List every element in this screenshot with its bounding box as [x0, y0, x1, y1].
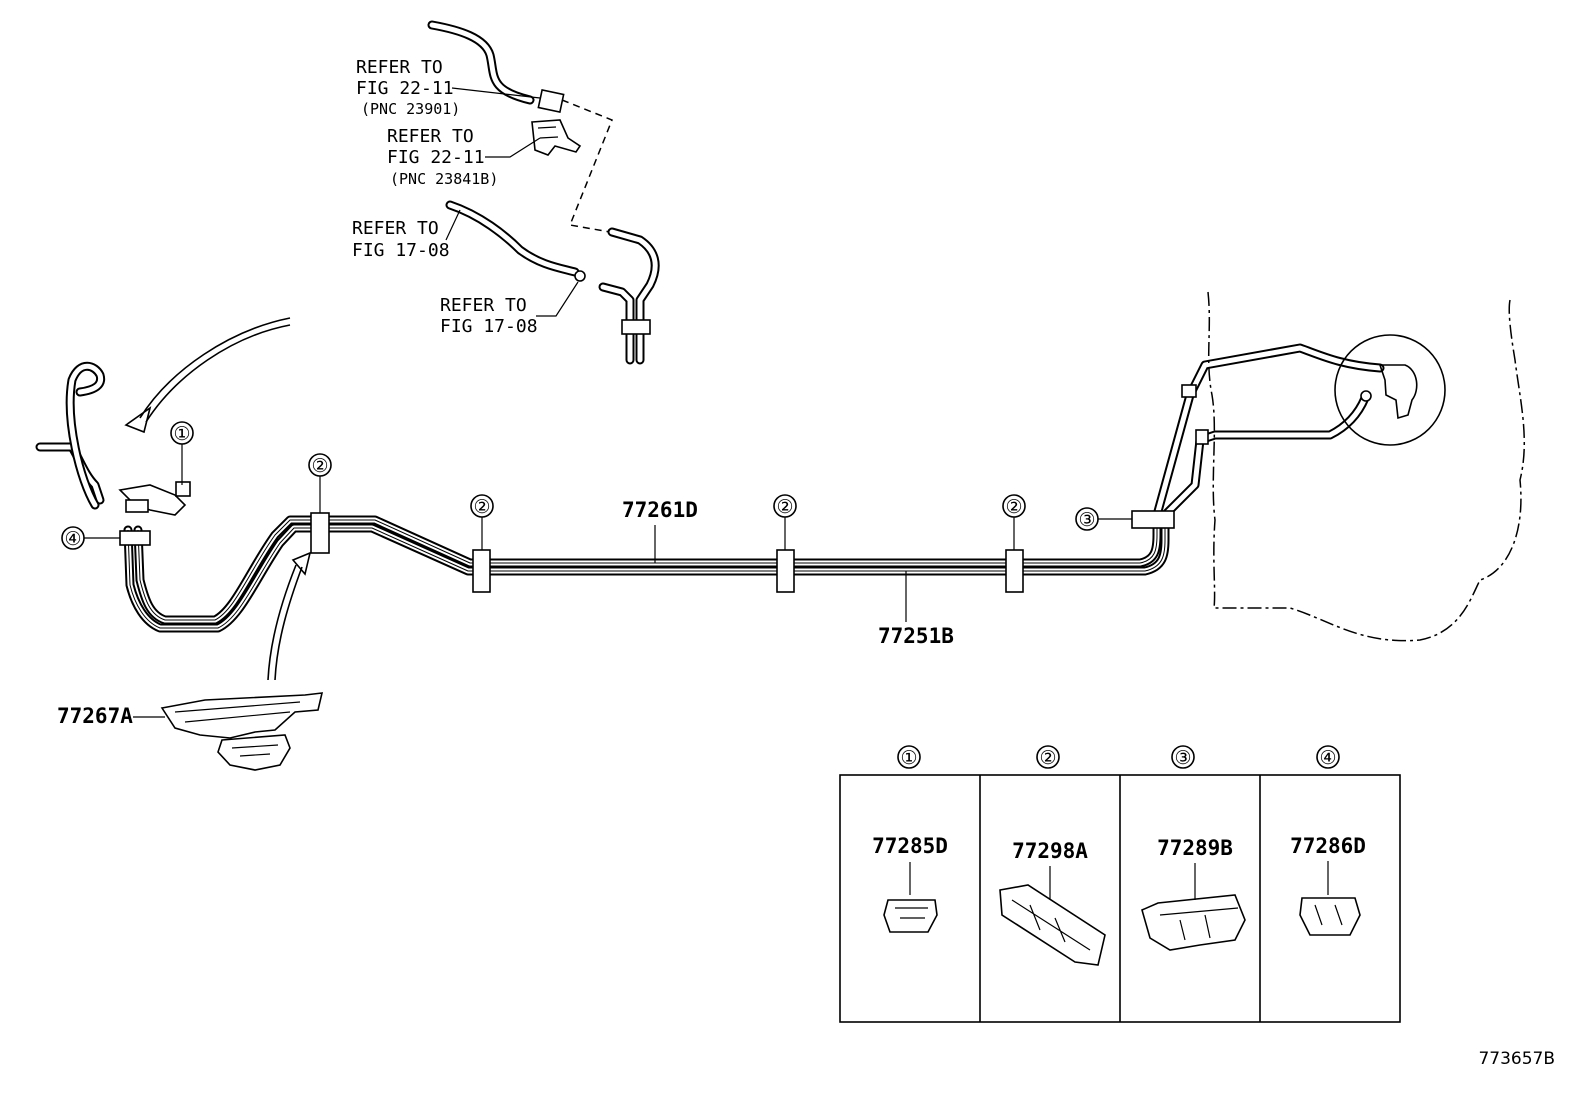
curved-arrow-top	[124, 317, 291, 434]
svg-text:③: ③	[1078, 509, 1095, 531]
svg-text:(PNC 23901): (PNC 23901)	[361, 100, 460, 118]
svg-text:FIG 22-11: FIG 22-11	[387, 147, 485, 168]
ref-label-3: REFER TO FIG 17-08	[352, 209, 461, 261]
ref-label-4: REFER TO FIG 17-08	[440, 281, 579, 337]
label-tube-upper: 77261D	[622, 498, 698, 563]
svg-text:77251B: 77251B	[878, 624, 954, 648]
legend-item-3: ③ 77289B	[1141, 745, 1246, 951]
legend-item-1: ① 77285D	[872, 745, 948, 933]
ref-label-2: REFER TO FIG 22-11 (PNC 23841B)	[387, 126, 541, 188]
figure-code: 773657B	[1478, 1049, 1555, 1069]
svg-text:②: ②	[776, 496, 793, 518]
callout-2b: ②	[470, 494, 494, 550]
protector-part: 77267A	[57, 692, 324, 771]
callout-2c: ②	[773, 494, 797, 550]
svg-text:77267A: 77267A	[57, 704, 133, 728]
svg-text:①: ①	[900, 747, 917, 769]
clamp-2d	[1005, 549, 1024, 593]
svg-text:④: ④	[64, 528, 81, 550]
svg-text:(PNC 23841B): (PNC 23841B)	[390, 170, 498, 188]
svg-text:FIG 17-08: FIG 17-08	[352, 240, 450, 261]
fuel-tank-outline	[1207, 291, 1526, 642]
ref-label-1: REFER TO FIG 22-11 (PNC 23901)	[356, 57, 541, 118]
svg-text:①: ①	[173, 423, 190, 445]
svg-text:③: ③	[1174, 747, 1191, 769]
svg-text:REFER TO: REFER TO	[356, 57, 443, 78]
svg-text:②: ②	[311, 455, 328, 477]
svg-text:77289B: 77289B	[1157, 836, 1233, 860]
svg-text:②: ②	[473, 496, 490, 518]
callout-3: ③	[1075, 507, 1132, 531]
clamp-2c	[776, 549, 795, 593]
svg-text:77261D: 77261D	[622, 498, 698, 522]
svg-text:④: ④	[1319, 747, 1336, 769]
clamp-3	[1131, 510, 1175, 529]
svg-text:77286D: 77286D	[1290, 834, 1366, 858]
clamp-2b	[472, 549, 491, 593]
clamp-4	[119, 530, 151, 546]
label-tube-lower: 77251B	[878, 571, 954, 648]
svg-text:REFER TO: REFER TO	[352, 218, 439, 239]
svg-text:FIG 22-11: FIG 22-11	[356, 78, 454, 99]
svg-text:FIG 17-08: FIG 17-08	[440, 316, 538, 337]
svg-text:77298A: 77298A	[1012, 839, 1088, 863]
main-fuel-tubes	[123, 343, 1385, 633]
clip-legend: ① 77285D ② 77298A ③ 77289B ④ 77286D	[839, 745, 1401, 1023]
callout-2a: ②	[308, 453, 332, 513]
svg-text:②: ②	[1039, 747, 1056, 769]
callout-1: ①	[170, 421, 194, 485]
clamp-markers	[119, 510, 1175, 593]
svg-text:②: ②	[1005, 496, 1022, 518]
legend-item-2: ② 77298A	[999, 745, 1106, 966]
svg-text:REFER TO: REFER TO	[387, 126, 474, 147]
left-fuel-assembly	[35, 361, 191, 516]
clamp-2a	[310, 512, 330, 554]
callout-2d: ②	[1002, 494, 1026, 550]
svg-text:77285D: 77285D	[872, 834, 948, 858]
svg-text:REFER TO: REFER TO	[440, 295, 527, 316]
filler-area	[427, 20, 660, 365]
curved-arrow-bottom	[267, 551, 312, 681]
callout-4: ④	[61, 526, 120, 550]
legend-item-4: ④ 77286D	[1290, 745, 1366, 936]
